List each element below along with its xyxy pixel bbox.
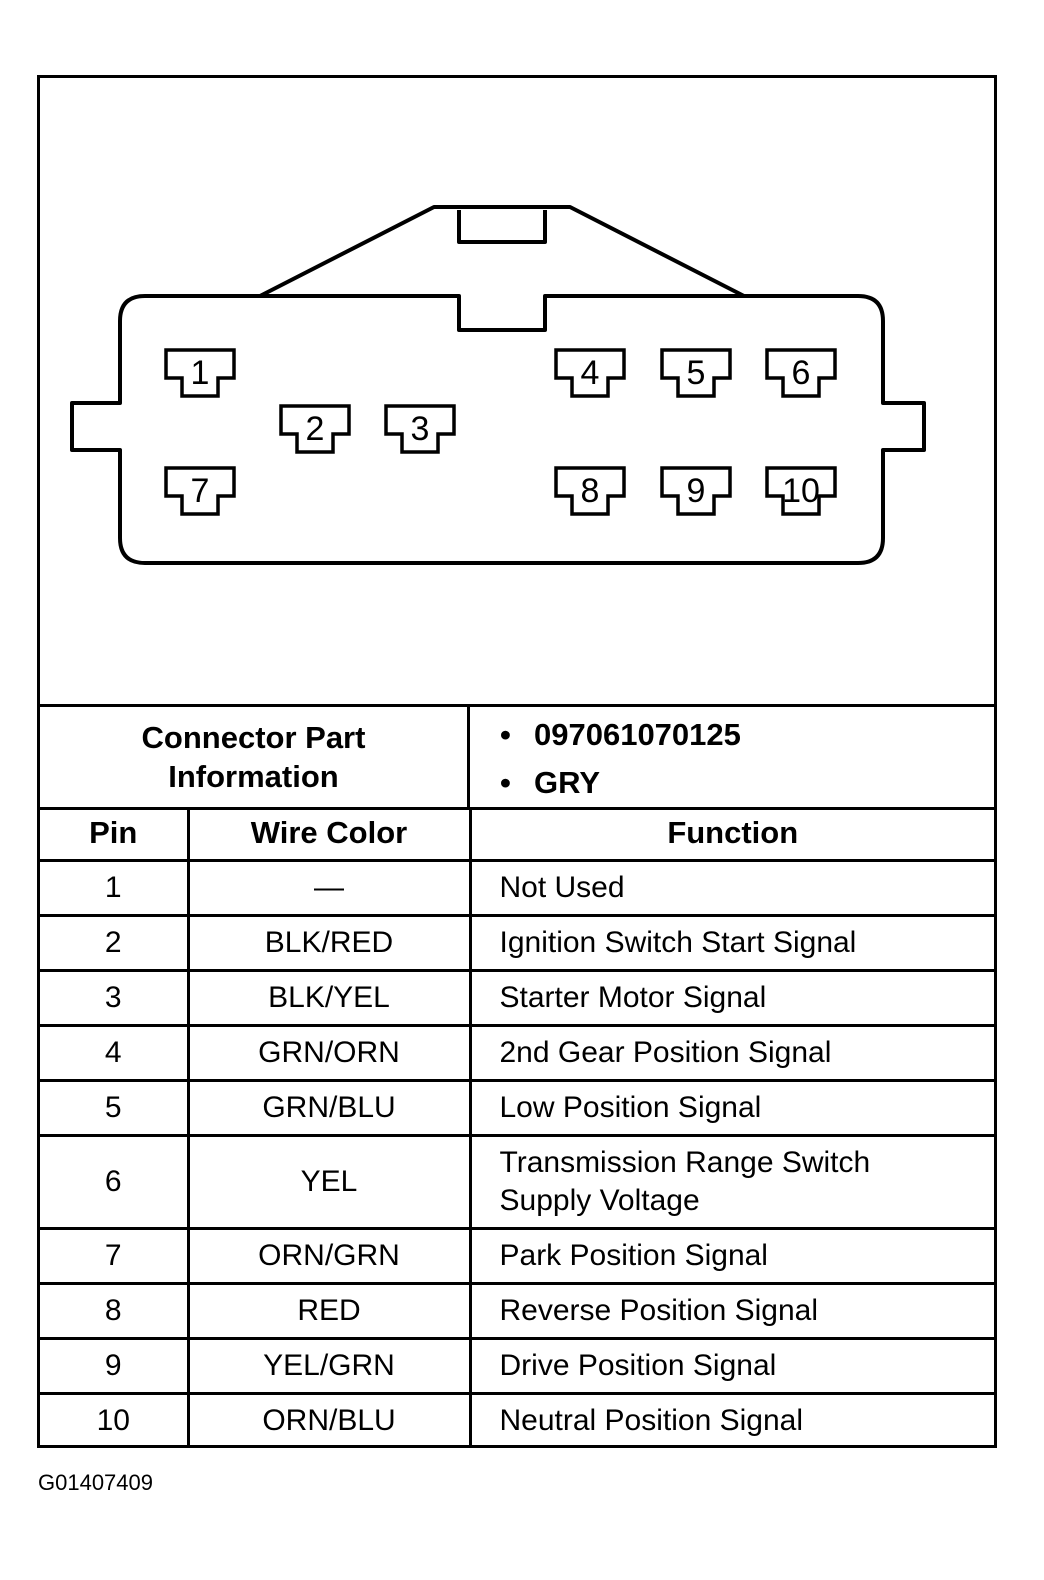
pin-number-label: 1 (191, 354, 210, 392)
cell-wire-color: GRN/BLU (186, 1079, 472, 1137)
part-info-label-text: Connector Part Information (141, 720, 366, 794)
cell-function: 2nd Gear Position Signal (468, 1024, 994, 1082)
cell-function: Park Position Signal (468, 1227, 994, 1285)
pin-cavity-5: 5 (660, 348, 732, 398)
part-number-text: 097061070125 (534, 717, 741, 752)
cell-function: Not Used (468, 859, 994, 917)
cell-function: Neutral Position Signal (468, 1392, 994, 1447)
connector-housing (70, 294, 926, 565)
pin-number-label: 9 (687, 472, 706, 510)
latch-tab (457, 210, 547, 244)
pin-cavities: 1 2 3 4 5 6 7 8 9 10 (164, 348, 837, 516)
cell-wire-color: YEL (186, 1134, 472, 1230)
pin-number-label: 10 (782, 472, 820, 510)
cell-pin: 2 (40, 914, 190, 972)
pin-cavity-3: 3 (384, 404, 456, 454)
bullet-icon: • (500, 717, 511, 752)
cell-wire-color: RED (186, 1282, 472, 1340)
pin-cavity-outline (660, 348, 732, 398)
table-header-row: Pin Wire Color Function (40, 807, 994, 862)
connector-color-text: GRY (534, 765, 601, 800)
pin-number-label: 3 (411, 410, 430, 448)
pin-number-label: 2 (306, 410, 325, 448)
cell-function: Low Position Signal (468, 1079, 994, 1137)
function-line: Transmission Range Switch (499, 1146, 871, 1179)
pin-number-label: 8 (581, 472, 600, 510)
pin-cavity-2: 2 (279, 404, 351, 454)
pin-cavity-outline (164, 348, 236, 398)
cell-pin: 8 (40, 1282, 190, 1340)
pin-cavity-7: 7 (164, 466, 236, 516)
pin-number-label: 4 (581, 354, 600, 392)
part-number: • 097061070125 (500, 717, 741, 753)
pin-cavity-outline (765, 348, 837, 398)
pin-cavity-outline (660, 466, 732, 516)
pin-cavity-outline (554, 348, 626, 398)
pin-cavity-6: 6 (765, 348, 837, 398)
connector-color: • GRY (500, 765, 601, 801)
cell-wire-color: GRN/ORN (186, 1024, 472, 1082)
pin-cavity-outline (554, 466, 626, 516)
cell-pin: 5 (40, 1079, 190, 1137)
header-wire-color: Wire Color (186, 807, 472, 862)
connector-part-info: Connector Part Information • 09706107012… (40, 704, 994, 810)
part-info-label: Connector Part Information (40, 707, 470, 807)
cell-function: Drive Position Signal (468, 1337, 994, 1395)
cell-pin: 4 (40, 1024, 190, 1082)
pin-cavity-4: 4 (554, 348, 626, 398)
cell-pin: 1 (40, 859, 190, 917)
pin-cavity-10: 10 (765, 466, 837, 516)
header-pin: Pin (40, 807, 190, 862)
pin-number-label: 6 (792, 354, 811, 392)
cell-wire-color: ORN/BLU (186, 1392, 472, 1447)
cell-function: Reverse Position Signal (468, 1282, 994, 1340)
pin-cavity-outline (384, 404, 456, 454)
part-info-values: • 097061070125 • GRY (470, 707, 994, 807)
cell-pin: 7 (40, 1227, 190, 1285)
cell-wire-color: BLK/RED (186, 914, 472, 972)
bullet-icon: • (500, 765, 511, 800)
cell-wire-color: — (186, 859, 472, 917)
pin-cavity-8: 8 (554, 466, 626, 516)
cell-pin: 10 (40, 1392, 190, 1447)
cell-pin: 3 (40, 969, 190, 1027)
cell-function: Starter Motor Signal (468, 969, 994, 1027)
pin-number-label: 7 (191, 472, 210, 510)
cell-function: Ignition Switch Start Signal (468, 914, 994, 972)
cell-wire-color: YEL/GRN (186, 1337, 472, 1395)
pin-number-label: 5 (687, 354, 706, 392)
table-row: 1—Not Used (40, 859, 994, 917)
cell-pin: 9 (40, 1337, 190, 1395)
connector-latch (259, 205, 745, 298)
pin-cavity-outline (164, 466, 236, 516)
figure-id: G01407409 (38, 1470, 153, 1495)
connector-diagram: 1 2 3 4 5 6 7 8 9 10 (70, 205, 926, 565)
header-function: Function (468, 807, 994, 862)
cell-pin: 6 (40, 1134, 190, 1230)
cell-wire-color: ORN/GRN (186, 1227, 472, 1285)
pin-cavity-outline (279, 404, 351, 454)
pin-cavity-1: 1 (164, 348, 236, 398)
function-line: Supply Voltage (499, 1184, 700, 1217)
pin-cavity-9: 9 (660, 466, 732, 516)
cell-wire-color: BLK/YEL (186, 969, 472, 1027)
pin-cavity-outline (765, 466, 837, 516)
